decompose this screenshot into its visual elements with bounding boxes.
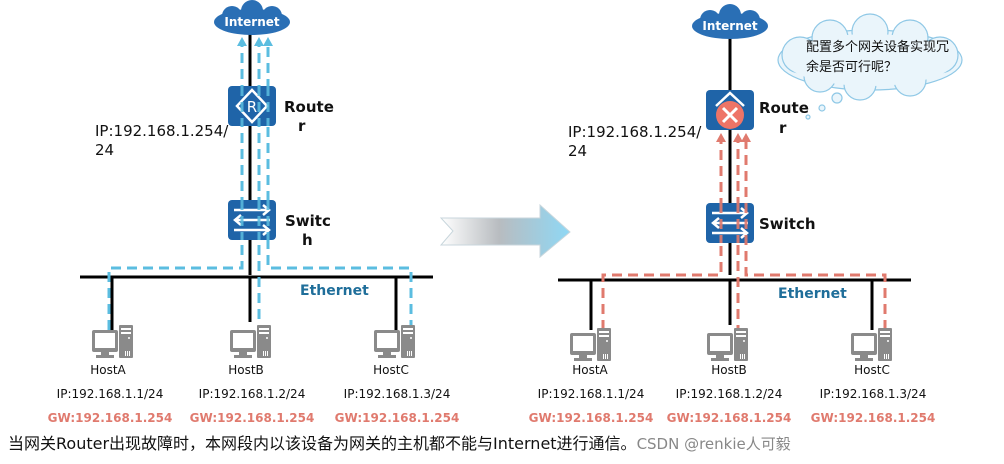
router-label-line1: Route xyxy=(759,99,809,117)
host-b-gw: GW:192.168.1.254 xyxy=(190,411,315,425)
path-host-a xyxy=(601,140,723,330)
host-a-gw: GW:192.168.1.254 xyxy=(48,411,173,425)
router-icon[interactable]: R xyxy=(228,86,276,126)
path-arrowheads xyxy=(237,37,273,46)
caption: 当网关Router出现故障时，本网段内以该设备为网关的主机都不能与Interne… xyxy=(8,430,791,454)
host-b-ip: IP:192.168.1.2/24 xyxy=(676,387,783,401)
switch-label: Switch xyxy=(759,215,816,233)
host-c-gw: GW:192.168.1.254 xyxy=(811,411,936,425)
internet-cloud-icon: Internet xyxy=(692,4,768,39)
switch-label-line1: Switc xyxy=(285,212,331,230)
arrowhead-icon xyxy=(237,37,247,46)
cloud-label: Internet xyxy=(702,19,757,33)
host-a-name: HostA xyxy=(572,363,608,377)
switch-label-line2: h xyxy=(302,231,313,249)
arrowhead-icon xyxy=(741,133,751,142)
router-label-line2: r xyxy=(779,119,787,137)
path-host-a xyxy=(107,45,244,330)
host-b-gw: GW:192.168.1.254 xyxy=(667,411,792,425)
host-c-name: HostC xyxy=(373,363,409,377)
host-c-ip: IP:192.168.1.3/24 xyxy=(820,387,927,401)
host-a-name: HostA xyxy=(90,363,126,377)
router-label-line1: Route xyxy=(284,98,334,116)
router-ip-line2: 24 xyxy=(95,141,114,159)
router-ip-line1: IP:192.168.1.254/ xyxy=(568,123,702,141)
svg-text:R: R xyxy=(247,98,257,116)
right-diagram: Internet Route r IP:192.168.1.254/ 24 xyxy=(529,4,963,425)
network-diagram: Internet R Route r IP:192.168.1.254/ 24 xyxy=(48,0,963,425)
thought-line1: 配置多个网关设备实现冗 xyxy=(806,39,949,55)
host-b-pc-icon[interactable] xyxy=(230,325,271,358)
host-c-name: HostC xyxy=(854,363,890,377)
router-ip-line1: IP:192.168.1.254/ xyxy=(95,122,229,140)
ethernet-label: Ethernet xyxy=(778,286,847,302)
error-x-icon xyxy=(721,106,739,124)
internet-cloud-icon: Internet xyxy=(214,0,290,35)
router-label-line2: r xyxy=(298,117,306,135)
host-b-pc-icon[interactable] xyxy=(707,328,748,361)
host-a-ip: IP:192.168.1.1/24 xyxy=(538,387,645,401)
arrowhead-icon xyxy=(716,133,726,142)
host-a-gw: GW:192.168.1.254 xyxy=(529,411,654,425)
host-b-name: HostB xyxy=(228,363,264,377)
host-b-ip: IP:192.168.1.2/24 xyxy=(199,387,306,401)
path-arrowheads xyxy=(716,133,751,142)
thought-bubble: 配置多个网关设备实现冗 余是否可行呢？ xyxy=(777,13,963,120)
switch-icon[interactable] xyxy=(706,203,754,243)
cloud-label: Internet xyxy=(224,15,279,29)
host-a-ip: IP:192.168.1.1/24 xyxy=(57,387,164,401)
ethernet-label: Ethernet xyxy=(300,283,369,299)
arrowhead-icon xyxy=(254,37,264,46)
host-c-ip: IP:192.168.1.3/24 xyxy=(344,387,451,401)
left-diagram: Internet R Route r IP:192.168.1.254/ 24 xyxy=(48,0,460,425)
thought-line2: 余是否可行呢？ xyxy=(806,59,897,75)
router-ip-line2: 24 xyxy=(568,142,587,160)
failed-router-icon[interactable] xyxy=(706,90,754,130)
watermark: CSDN @renkie人可毅 xyxy=(636,435,791,453)
path-host-c xyxy=(266,45,413,330)
caption-text: 当网关Router出现故障时，本网段内以该设备为网关的主机都不能与Interne… xyxy=(8,434,637,453)
transition-arrow-icon xyxy=(439,203,571,259)
host-c-pc-icon[interactable] xyxy=(851,328,892,361)
arrowhead-icon xyxy=(733,133,743,142)
arrowhead-icon xyxy=(263,37,273,46)
host-c-gw: GW:192.168.1.254 xyxy=(335,411,460,425)
host-b-name: HostB xyxy=(711,363,747,377)
host-a-pc-icon[interactable] xyxy=(570,328,611,361)
